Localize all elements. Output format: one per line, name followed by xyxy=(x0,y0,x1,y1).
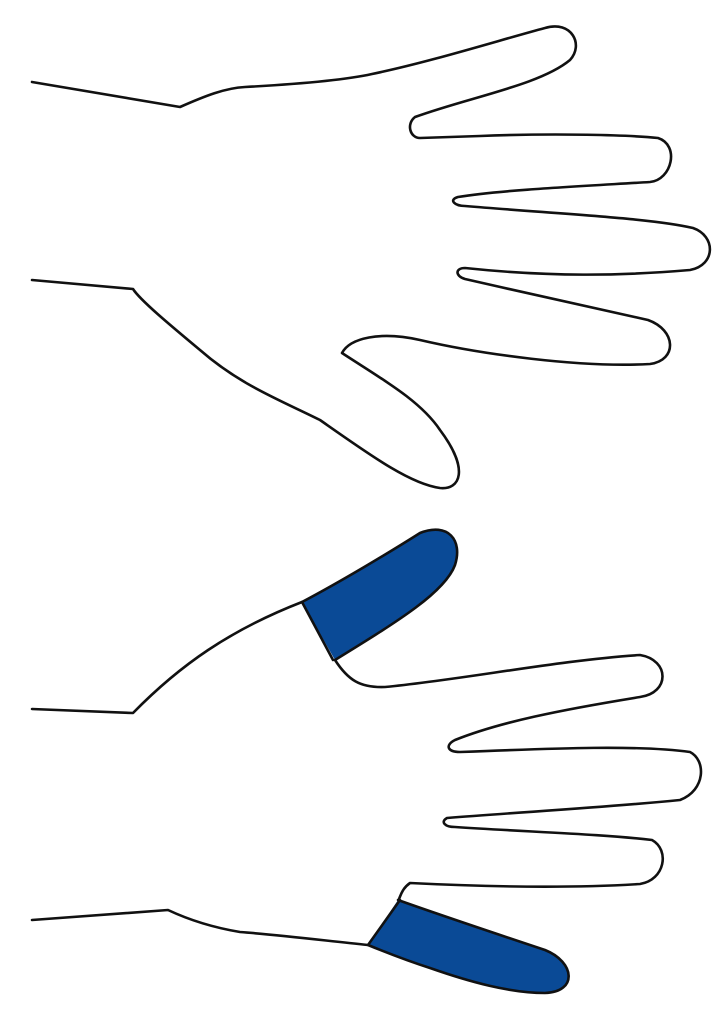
highlight-little-finger xyxy=(368,900,569,993)
hand-plain-outline xyxy=(30,25,712,490)
hand-highlighted xyxy=(30,528,703,995)
hand-plain xyxy=(30,25,712,490)
hand-highlighted-outline xyxy=(30,528,703,995)
little-finger-tip-divider xyxy=(366,898,402,947)
highlight-thumb xyxy=(302,529,458,660)
thumb-tip-divider xyxy=(300,600,335,662)
